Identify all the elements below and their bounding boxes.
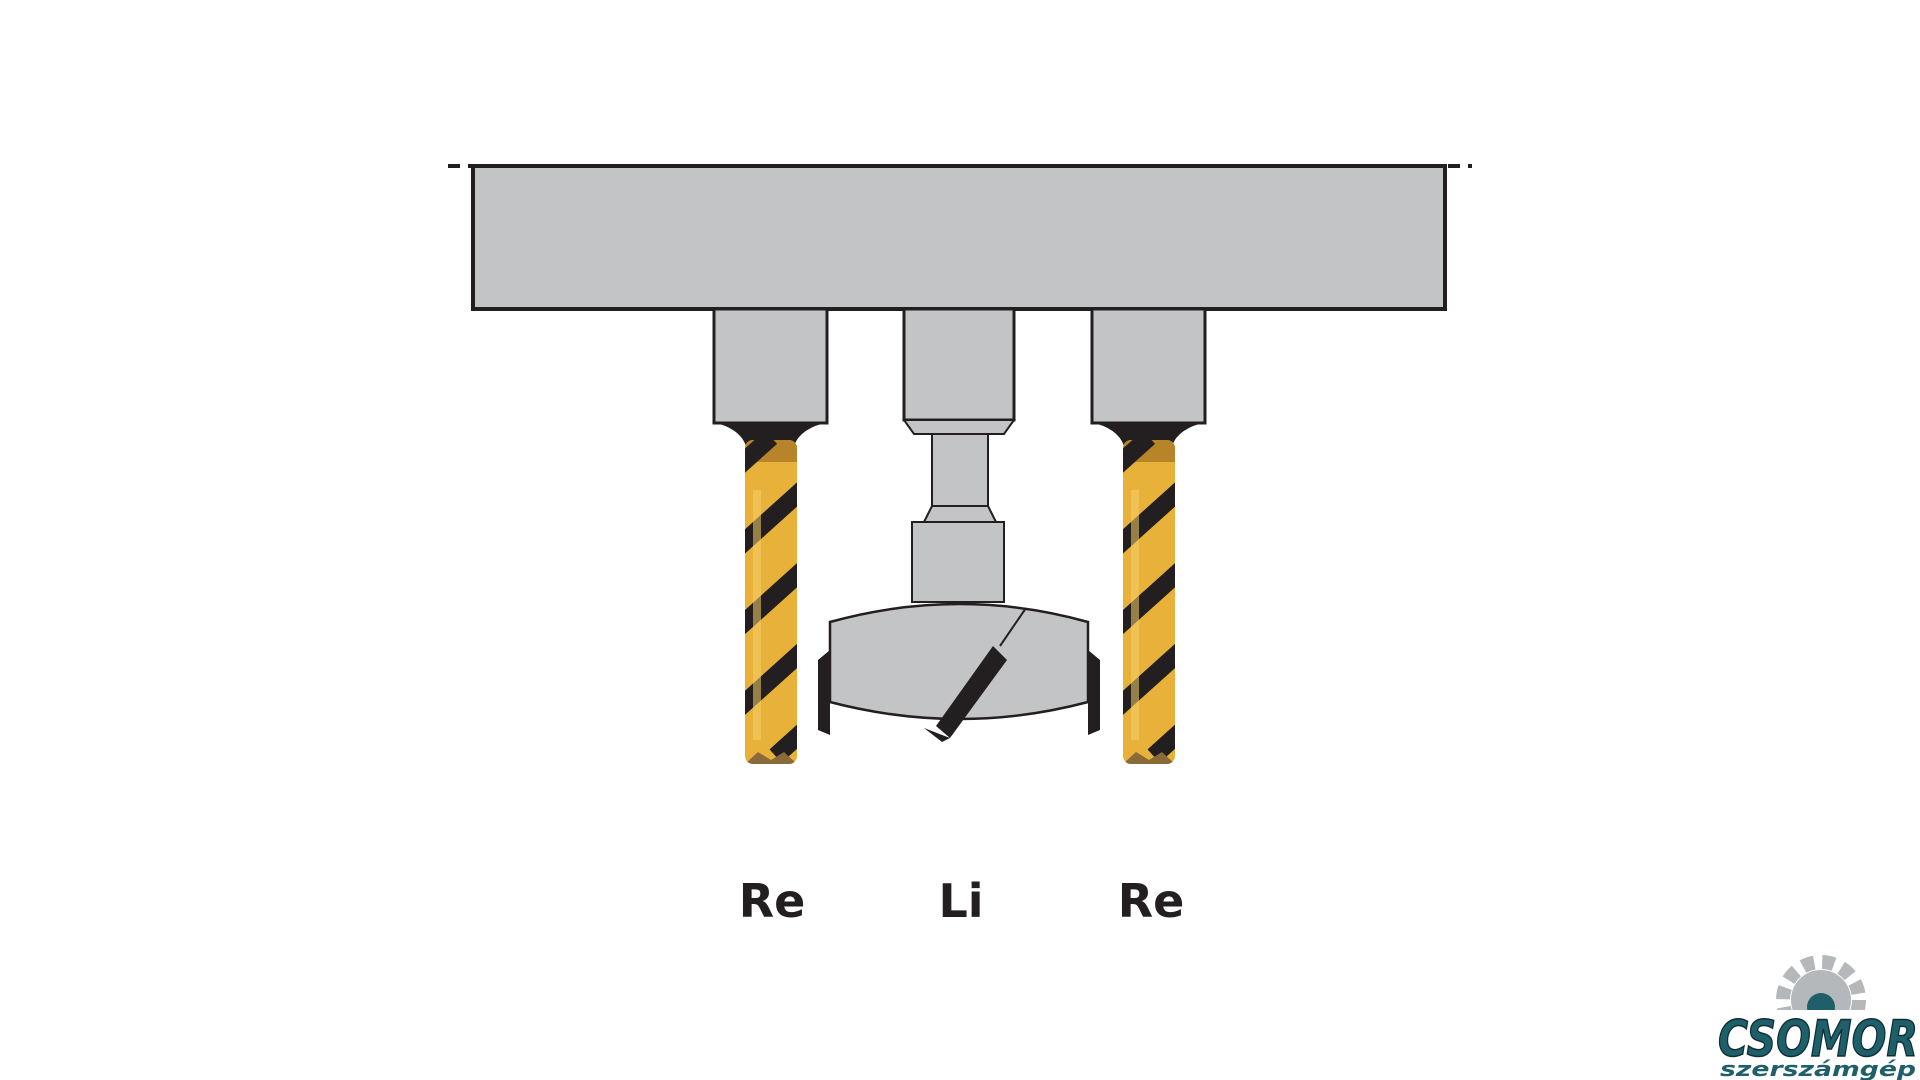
right-spindle (1090, 307, 1207, 446)
center-spindle (902, 307, 1016, 603)
drill-head-housing (471, 164, 1447, 311)
right-twist-drill (1123, 440, 1175, 764)
logo-tagline: szerszámgép (1720, 1057, 1916, 1080)
csomor-logo: CSOMOR szerszámgép (1712, 955, 1920, 1080)
label-left-drill: Re (739, 874, 806, 928)
label-right-drill: Re (1118, 874, 1185, 928)
left-twist-drill (745, 440, 797, 764)
left-spindle (712, 307, 829, 446)
label-center-bit: Li (938, 874, 983, 928)
forstner-bit (818, 602, 1100, 742)
logo-name: CSOMOR (1718, 1010, 1918, 1068)
